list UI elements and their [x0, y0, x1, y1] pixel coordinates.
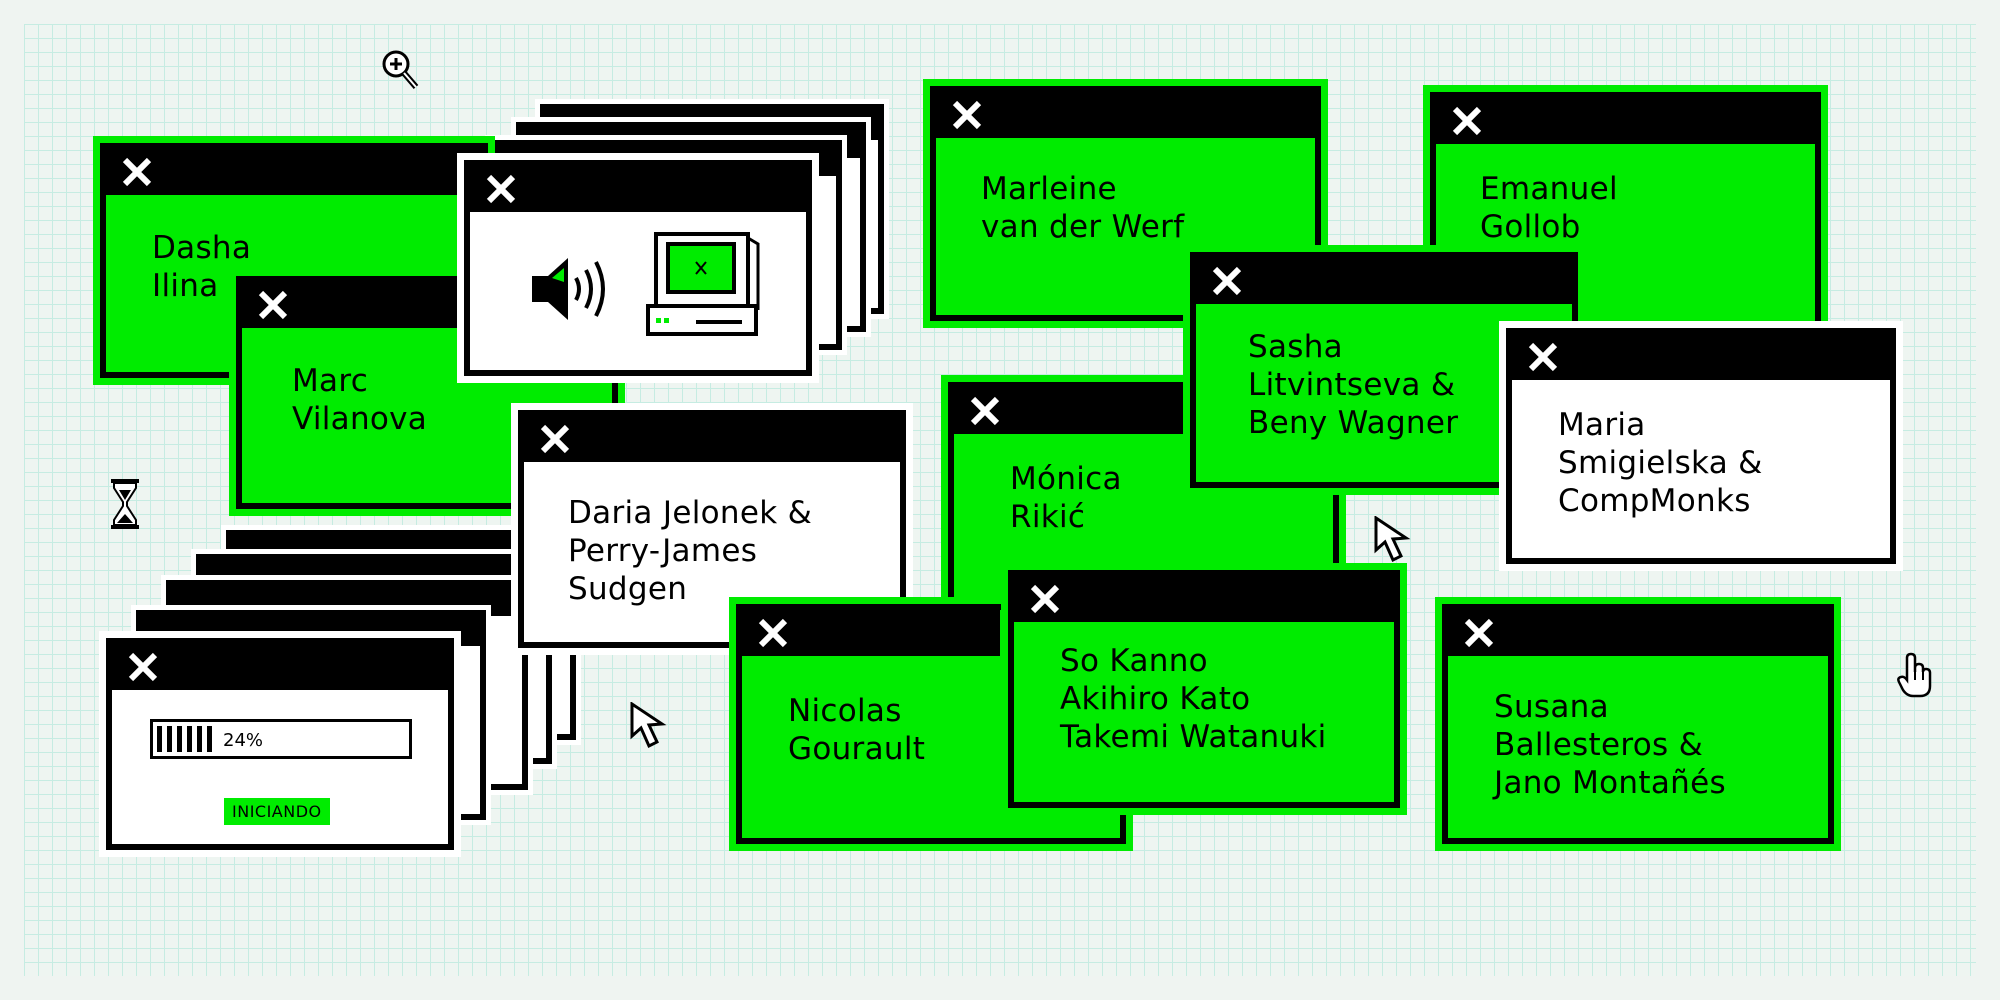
close-icon[interactable] [128, 652, 158, 682]
title-bar [742, 610, 1000, 656]
close-icon[interactable] [122, 157, 152, 187]
window-sokanno[interactable]: So Kanno Akihiro Kato Takemi Watanuki [1008, 570, 1400, 808]
title-bar [524, 416, 900, 462]
title-bar [1014, 576, 1394, 622]
title-bar [470, 166, 806, 212]
title-bar [1512, 334, 1890, 380]
close-icon[interactable] [486, 174, 516, 204]
window-label: Marleine van der Werf [981, 171, 1185, 245]
title-bar [112, 644, 448, 690]
window-label: Sasha Litvintseva & Beny Wagner [1248, 329, 1459, 441]
close-icon[interactable] [540, 424, 570, 454]
status-badge: INICIANDO [224, 798, 330, 825]
close-icon[interactable] [1030, 584, 1060, 614]
close-icon[interactable] [258, 290, 288, 320]
close-icon[interactable] [1464, 618, 1494, 648]
window-label: Mónica Rikić [1010, 461, 1122, 535]
title-bar [106, 149, 482, 195]
window-label: So Kanno Akihiro Kato Takemi Watanuki [1060, 643, 1327, 755]
close-icon[interactable] [758, 618, 788, 648]
progress-fill [157, 726, 217, 752]
progress-label: 24% [223, 730, 264, 751]
close-icon[interactable] [1212, 266, 1242, 296]
title-bar [1448, 610, 1828, 656]
window-media[interactable] [464, 160, 812, 376]
title-bar [1196, 258, 1572, 304]
window-label: Emanuel Gollob [1480, 171, 1618, 245]
window-marc[interactable]: Marc Vilanova [236, 276, 618, 509]
speaker-icon[interactable] [530, 254, 620, 324]
window-label: Marc Vilanova [292, 363, 428, 437]
arrow-cursor-icon [1374, 516, 1411, 563]
close-icon[interactable] [1528, 342, 1558, 372]
computer-icon [646, 232, 760, 336]
window-label: Maria Smigielska & CompMonks [1558, 407, 1763, 519]
window-maria[interactable]: Maria Smigielska & CompMonks [1506, 328, 1896, 564]
window-label: Susana Ballesteros & Jano Montañés [1494, 689, 1726, 801]
hourglass-icon [111, 479, 139, 529]
close-icon[interactable] [970, 396, 1000, 426]
close-icon[interactable] [1452, 106, 1482, 136]
window-label: Nicolas Gourault [788, 693, 926, 767]
arrow-cursor-icon [630, 702, 667, 749]
close-icon[interactable] [952, 100, 982, 130]
window-susana[interactable]: Susana Ballesteros & Jano Montañés [1442, 604, 1834, 844]
title-bar [936, 92, 1315, 138]
window-label: Daria Jelonek & Perry-James Sudgen [568, 495, 813, 607]
window-label: Dasha Ilina [152, 230, 252, 304]
window-loader[interactable]: 24% INICIANDO [106, 638, 454, 850]
progress-bar: 24% [150, 719, 412, 759]
zoom-in-icon [382, 50, 419, 89]
hand-cursor-icon [1897, 652, 1932, 698]
title-bar [1436, 98, 1815, 144]
